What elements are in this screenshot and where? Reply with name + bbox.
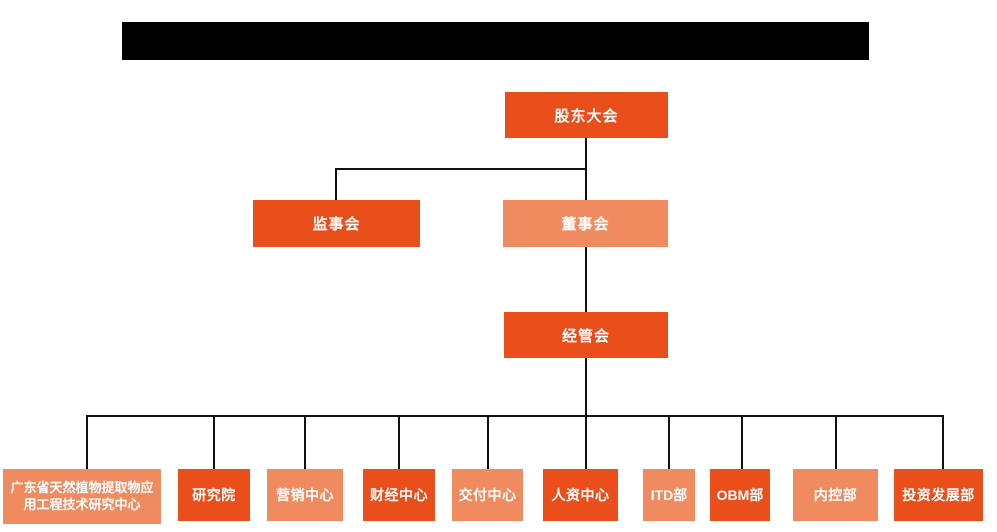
node-itd-department: ITD部 [643, 469, 695, 521]
node-management-committee-label: 经管会 [561, 327, 610, 345]
node-obm-department-label: OBM部 [716, 487, 764, 503]
connector-drop-hr-center [585, 415, 587, 469]
node-board-of-directors: 董事会 [503, 200, 668, 247]
node-shareholders-meeting: 股东大会 [505, 92, 668, 138]
connector-drop-investment-development-department [942, 415, 944, 469]
connector-board-to-management [585, 247, 587, 312]
node-delivery-center-label: 交付中心 [458, 487, 517, 503]
connector-drop-delivery-center [487, 415, 489, 469]
node-management-committee: 经管会 [504, 312, 668, 358]
node-marketing-center-label: 营销中心 [276, 487, 334, 503]
connector-drop-research-center [86, 415, 88, 469]
connector-to-supervisory-board [335, 168, 337, 200]
node-investment-development-department: 投资发展部 [894, 469, 983, 521]
node-research-institute: 研究院 [178, 469, 250, 521]
node-hr-center: 人资中心 [543, 469, 618, 521]
node-supervisory-board-label: 监事会 [312, 216, 361, 233]
node-internal-control-department: 内控部 [793, 469, 878, 521]
connector-branch-horizontal [335, 168, 587, 170]
redacted-title-bar [122, 22, 869, 60]
connector-drop-research-institute [213, 415, 215, 469]
connector-fan-horizontal [86, 415, 944, 417]
connector-drop-finance-center [398, 415, 400, 469]
node-finance-center-label: 财经中心 [370, 487, 428, 503]
connector-management-to-fan [585, 358, 587, 416]
connector-drop-obm-department [741, 415, 743, 469]
node-investment-development-department-label: 投资发展部 [902, 487, 975, 503]
connector-drop-itd-department [668, 415, 670, 469]
node-guangdong-research-center: 广东省天然植物提取物应用工程技术研究中心 [3, 469, 161, 524]
node-shareholders-meeting-label: 股东大会 [554, 107, 619, 125]
node-marketing-center: 营销中心 [267, 469, 343, 521]
node-internal-control-department-label: 内控部 [813, 487, 858, 503]
connector-drop-marketing-center [304, 415, 306, 469]
node-delivery-center: 交付中心 [452, 469, 523, 521]
node-hr-center-label: 人资中心 [551, 487, 610, 503]
node-obm-department: OBM部 [710, 469, 770, 521]
node-supervisory-board: 监事会 [253, 200, 420, 247]
node-research-institute-label: 研究院 [192, 487, 236, 503]
connector-drop-internal-control-department [835, 415, 837, 469]
node-itd-department-label: ITD部 [650, 487, 688, 503]
node-finance-center: 财经中心 [363, 469, 435, 521]
node-guangdong-research-center-label: 广东省天然植物提取物应用工程技术研究中心 [10, 479, 154, 512]
node-board-of-directors-label: 董事会 [561, 216, 610, 233]
